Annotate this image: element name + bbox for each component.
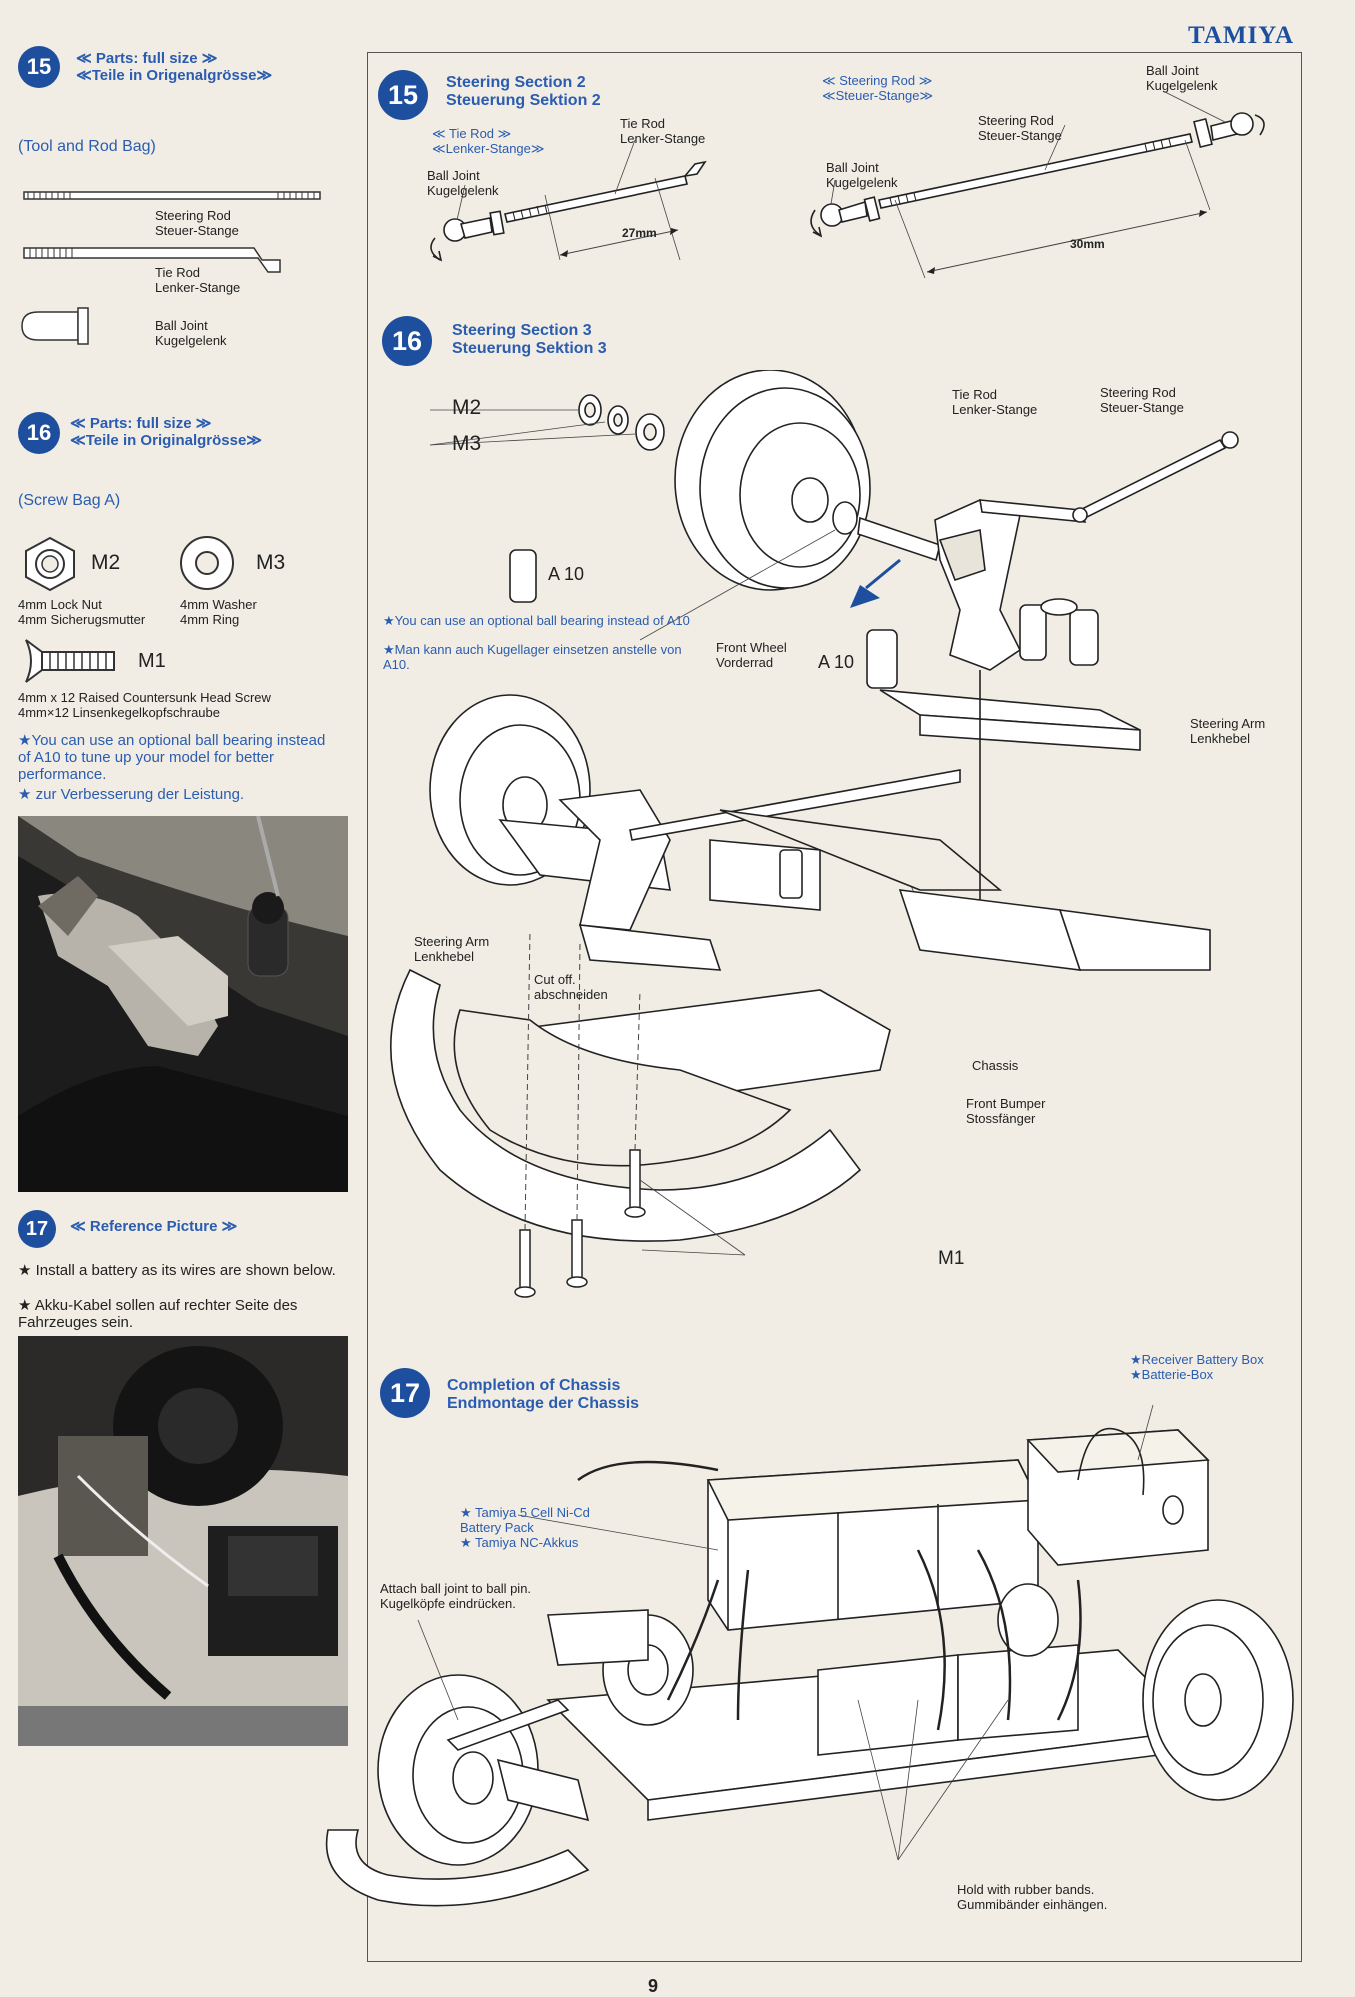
- m2-label: M2: [91, 551, 121, 574]
- section-16-diagram: [389, 370, 1239, 1298]
- step-16-badge: 16: [18, 412, 60, 454]
- step-15-badge: 15: [18, 46, 60, 88]
- m2-main-label: M2: [452, 396, 482, 419]
- parts16-title-en: ≪ Parts: full size ≫: [70, 415, 212, 432]
- a10-right-label: A 10: [818, 652, 855, 672]
- steering-rod-header: ≪ Steering Rod ≫≪Steuer-Stange≫: [822, 73, 934, 103]
- section-17-diagram: [325, 1404, 1294, 1907]
- ball-bearing-note-en: ★You can use an optional ball bearing in…: [18, 732, 326, 783]
- steering-section-2-title-de: Steuerung Sektion 2: [446, 92, 601, 109]
- a10-left-label: A 10: [548, 564, 585, 584]
- optional-bearing-note-de: ★Man kann auch Kugellager einsetzen anst…: [383, 642, 682, 672]
- brand-logo: TAMIYA: [1188, 22, 1295, 49]
- steering-photo: [18, 816, 348, 1192]
- optional-bearing-note-en: ★You can use an optional ball bearing in…: [383, 613, 690, 628]
- screw-bag-label: (Screw Bag A): [18, 492, 121, 509]
- chassis-label: Chassis: [972, 1058, 1019, 1073]
- step-17-badge: 17: [18, 1210, 56, 1248]
- main-step-15-badge: 15: [378, 70, 428, 120]
- cut-off-label: Cut off.abschneiden: [534, 972, 608, 1002]
- m3-main-label: M3: [452, 432, 482, 455]
- reference-title: ≪ Reference Picture ≫: [70, 1218, 238, 1235]
- receiver-battery-box-label: ★Receiver Battery Box★Batterie-Box: [1130, 1352, 1264, 1382]
- parts-15-illustration: [21, 191, 321, 345]
- washer-icon: [180, 536, 234, 590]
- completion-title-de: Endmontage der Chassis: [447, 1395, 640, 1412]
- steering-section-3-title-en: Steering Section 3: [452, 322, 592, 339]
- m1-main-label: M1: [938, 1248, 965, 1269]
- rubber-bands-label: Hold with rubber bands.Gummibänder einhä…: [957, 1882, 1108, 1912]
- battery-note-de: ★ Akku-Kabel sollen auf rechter Seite de…: [18, 1297, 298, 1331]
- dimension-30mm: 30mm: [1070, 237, 1105, 251]
- attach-ball-joint-label: Attach ball joint to ball pin.Kugelköpfe…: [380, 1581, 532, 1611]
- battery-photo: [18, 1336, 348, 1746]
- tool-rod-bag-label: (Tool and Rod Bag): [18, 138, 156, 155]
- dimension-27mm: 27mm: [622, 226, 657, 240]
- m1-label: M1: [138, 650, 166, 672]
- steering-section-2-title-en: Steering Section 2: [446, 74, 586, 91]
- lock-nut-icon: [25, 536, 75, 592]
- parts-title-de: ≪Teile in Origenalgrösse≫: [76, 67, 273, 84]
- main-instruction-frame: [367, 52, 1302, 1962]
- parts-title-en: ≪ Parts: full size ≫: [76, 50, 218, 67]
- steering-section-3-title-de: Steuerung Sektion 3: [452, 340, 607, 357]
- m3-label: M3: [256, 551, 286, 574]
- tie-rod-header: ≪ Tie Rod ≫≪Lenker-Stange≫: [432, 126, 545, 156]
- ball-bearing-note-de: ★ zur Verbesserung der Leistung.: [18, 786, 245, 803]
- main-step-17-badge: 17: [380, 1368, 430, 1418]
- main-step-16-badge: 16: [382, 316, 432, 366]
- page-number: 9: [648, 1976, 659, 1996]
- parts16-title-de: ≪Teile in Originalgrösse≫: [70, 432, 263, 449]
- screw-icon: [25, 639, 115, 683]
- battery-note-en: ★ Install a battery as its wires are sho…: [18, 1262, 336, 1279]
- section-15-diagram: [430, 91, 1265, 279]
- completion-title-en: Completion of Chassis: [447, 1377, 621, 1394]
